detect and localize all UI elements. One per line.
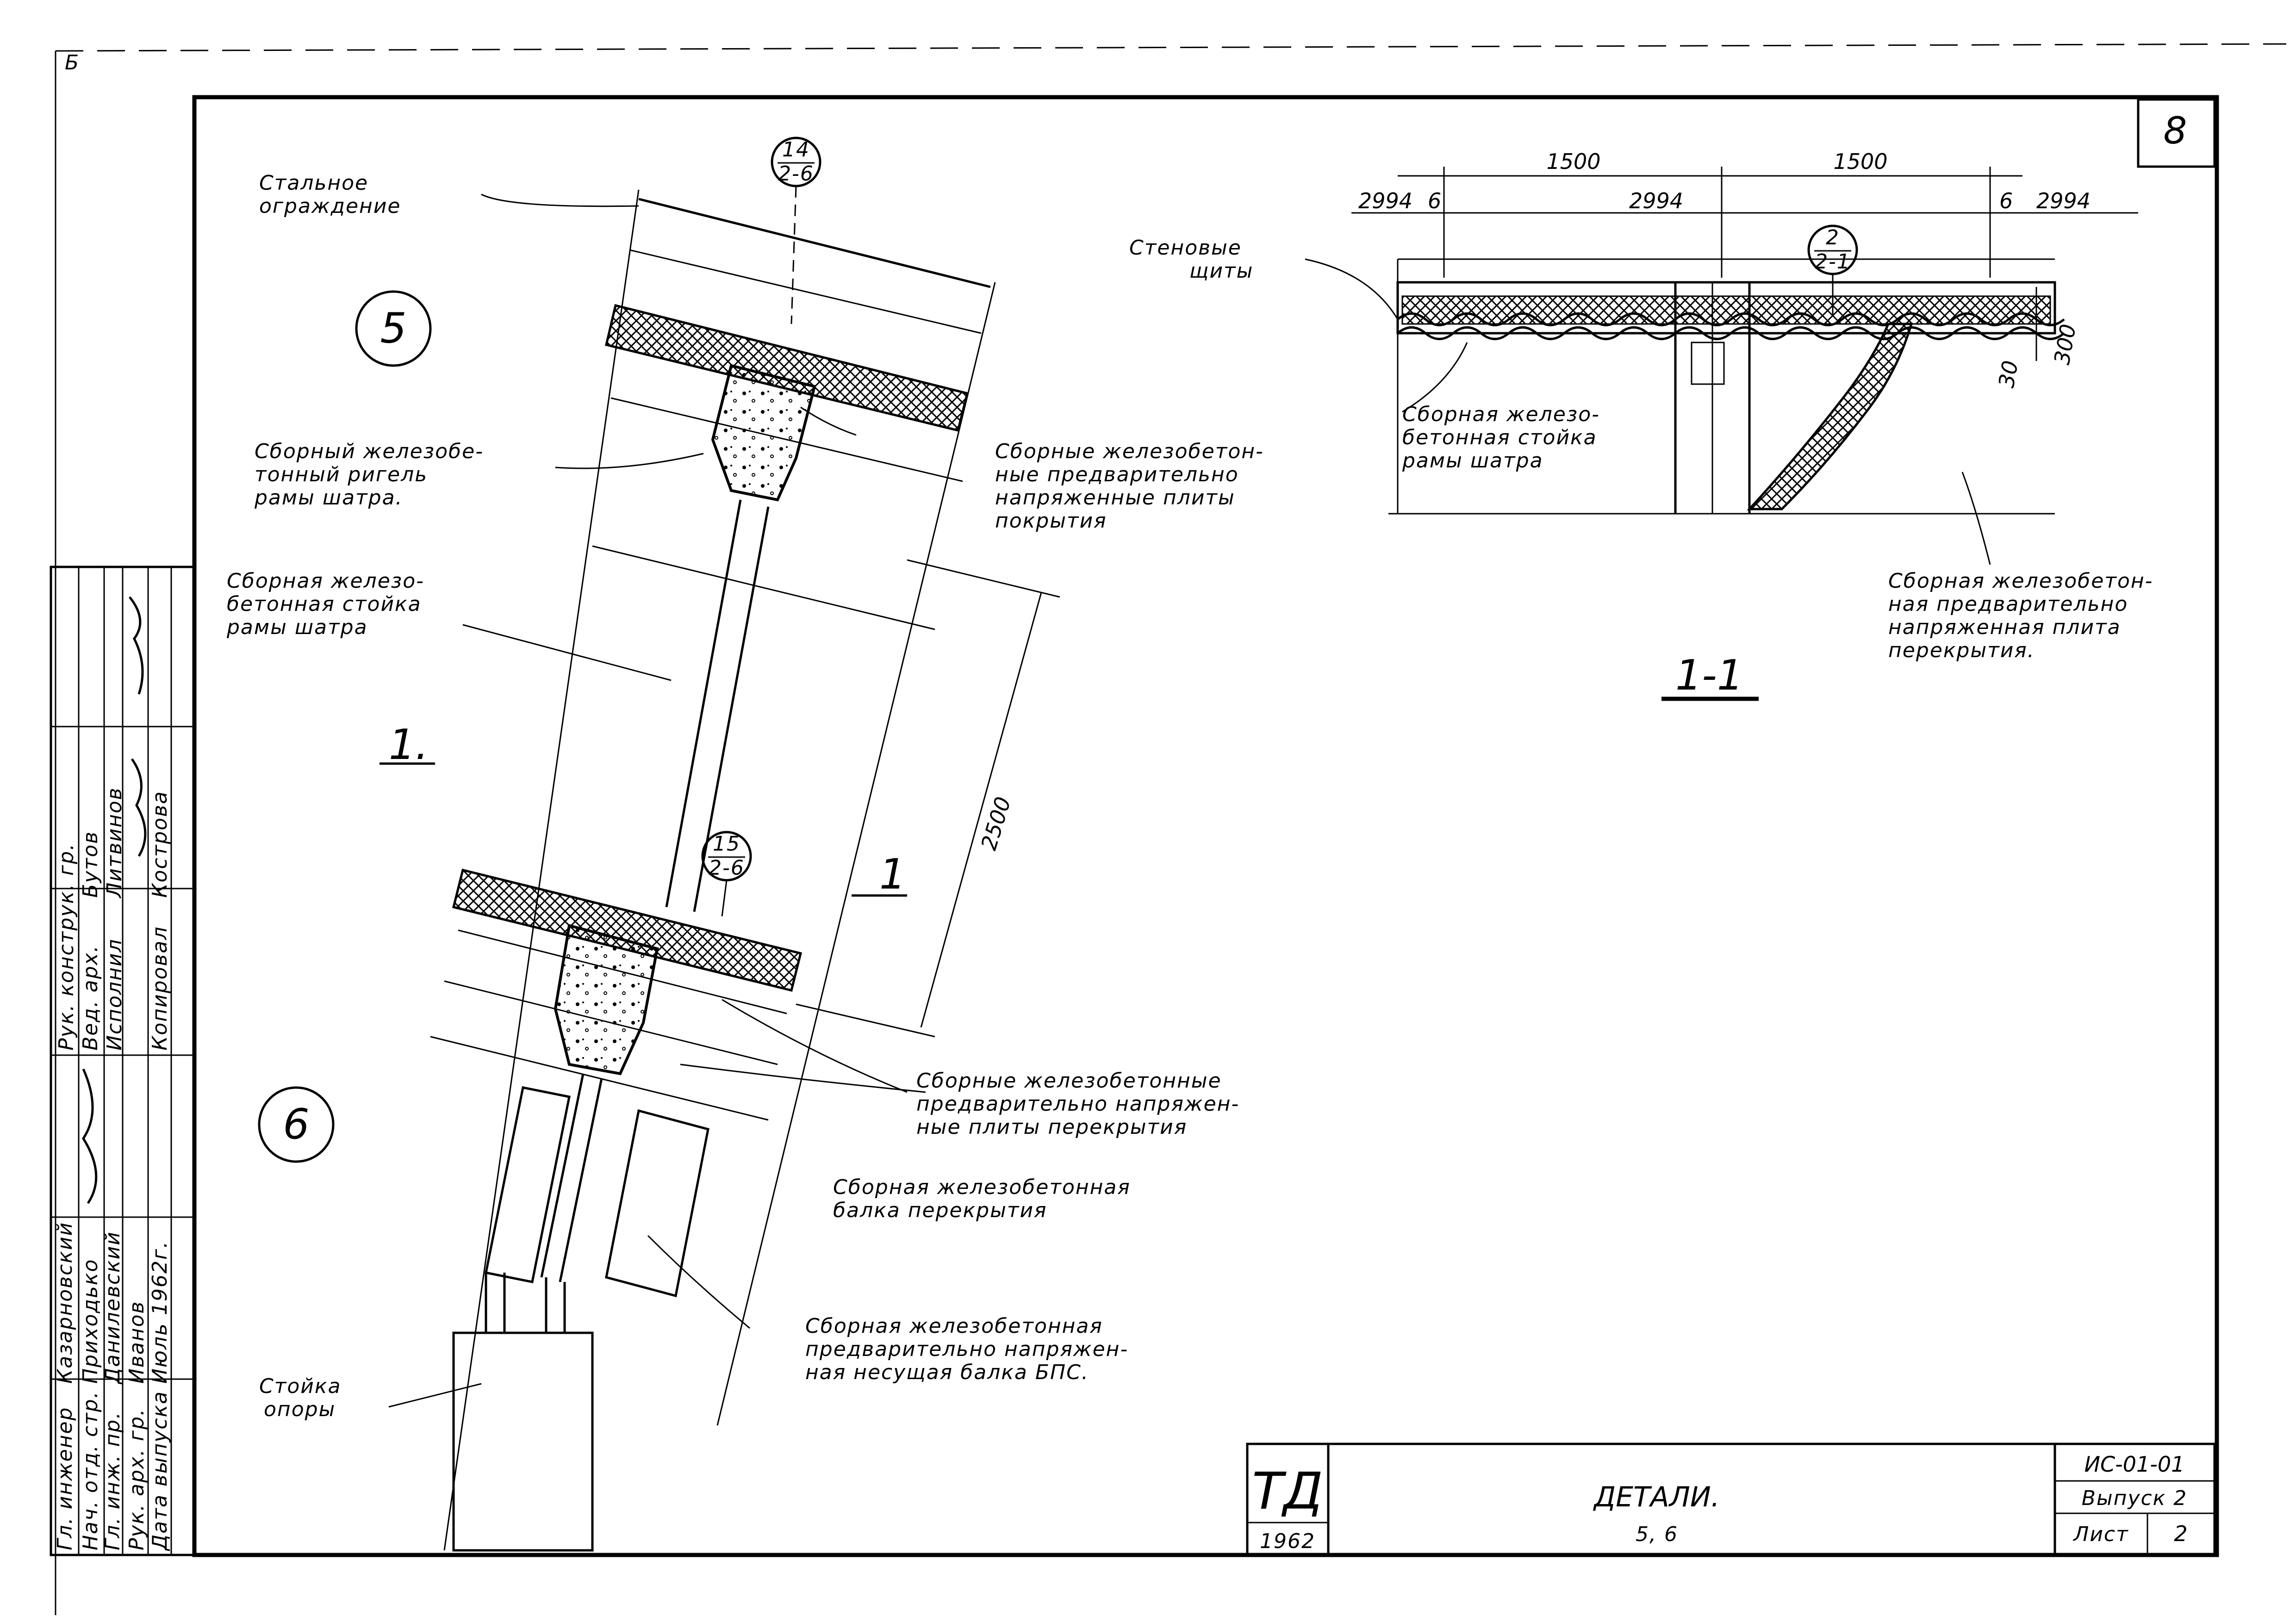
- girder-line-2: тонный ригель: [255, 463, 428, 486]
- stamp-name-2: Приходько: [79, 1259, 102, 1384]
- support-post-line-2: опоры: [264, 1398, 336, 1421]
- dim-2994-right: 2994: [2036, 188, 2091, 213]
- ref-bubble-2-num: 2: [1826, 226, 1840, 249]
- stamp-name-4: Иванов: [125, 1301, 149, 1384]
- stamp-role-2: Нач. отд. стр.: [79, 1391, 102, 1550]
- stamp-role-9: Копировал: [148, 926, 172, 1051]
- section-column-line-1: Сборная железо-: [1402, 403, 1600, 426]
- document-code: ИС-01-01: [2084, 1452, 2185, 1477]
- roof-plate-top: [604, 304, 969, 432]
- stamp-name-9: Кострова: [148, 790, 172, 898]
- sheet-subtitle: 5, 6: [1636, 1523, 1678, 1546]
- node-5-circle: [355, 290, 432, 367]
- sheet-number: 8: [2164, 109, 2187, 152]
- beam-line-1: Сборная железобетонная: [833, 1175, 1131, 1199]
- dim-2994-left: 2994: [1358, 188, 1412, 213]
- approval-stamp: Гл. инженер Казарновский Нач. отд. стр. …: [50, 566, 196, 1556]
- ref-bubble-15-num: 15: [713, 832, 740, 856]
- floor-plate-lower: [452, 868, 803, 992]
- dim-1500-right: 1500: [1833, 149, 1887, 174]
- left-detail: 2500 1. 1 14 2-6 15 2-6 5 6: [226, 137, 1264, 1552]
- column-insert: [1691, 342, 1725, 385]
- ref-bubble-2: 2 2-1: [1807, 224, 1858, 315]
- steel-fence-line-2: ограждение: [259, 194, 401, 218]
- girder-line-3: рамы шатра.: [254, 486, 403, 510]
- td-logo: ТД: [1252, 1461, 1323, 1521]
- floor-plate-section: [1747, 323, 1913, 510]
- dim-1500-left: 1500: [1546, 149, 1600, 174]
- title-year: 1962: [1260, 1530, 1315, 1553]
- title-block: ТД 1962 ДЕТАЛИ. 5, 6 ИС-01-01 Выпуск 2 Л…: [1246, 1443, 2216, 1556]
- sheet-label: Лист: [2072, 1523, 2129, 1546]
- beam-line-2: балка перекрытия: [833, 1199, 1047, 1222]
- stamp-name-1: Казарновский: [53, 1222, 77, 1384]
- plates-roof-line-2: ные предварительно: [995, 463, 1239, 486]
- bearing-beam-line-1: Сборная железобетонная: [805, 1314, 1103, 1338]
- support-post-line-1: Стойка: [259, 1374, 341, 1398]
- dim-30: 30: [1994, 359, 2023, 390]
- stamp-name-3: Данилевский: [101, 1231, 124, 1385]
- stamp-role-7: Вед. арх.: [79, 945, 102, 1051]
- stamp-role-3: Гл. инж. пр.: [101, 1412, 124, 1550]
- sheet-outer-edge: Б: [55, 43, 2287, 1615]
- floor-plate-line-3: напряженная плита: [1888, 616, 2121, 639]
- bearing-beam-line-2: предварительно напряжен-: [805, 1337, 1128, 1361]
- girder-top: [711, 364, 816, 502]
- plates-floor-line-1: Сборные железобетонные: [916, 1069, 1222, 1093]
- node-6-circle: [258, 1086, 335, 1163]
- section-mark-left: 1.: [389, 721, 429, 769]
- node-5-label: 5: [380, 304, 406, 353]
- wall-boards-line-1: Стеновые: [1129, 236, 1242, 260]
- floor-plate-line-1: Сборная железобетон-: [1888, 569, 2153, 593]
- girder-lower: [554, 924, 659, 1076]
- plates-floor-line-2: предварительно напряжен-: [916, 1092, 1239, 1116]
- sheet-title: ДЕТАЛИ.: [1593, 1481, 1720, 1513]
- plates-roof-line-4: покрытия: [995, 509, 1107, 533]
- sheet-number-box: 8: [2137, 98, 2216, 168]
- dimension-2500: 2500: [976, 794, 1016, 853]
- column-line-1: Сборная железо-: [227, 569, 424, 593]
- dim-6-left: 6: [1428, 188, 1441, 213]
- issue-number: Выпуск 2: [2082, 1486, 2187, 1510]
- dim-6-right: 6: [1999, 188, 2013, 213]
- bearing-beam-line-3: ная несущая балка БПС.: [805, 1361, 1089, 1384]
- floor-plate-line-2: ная предварительно: [1888, 592, 2128, 616]
- ref-bubble-14-num: 14: [782, 138, 810, 162]
- plates-roof-line-3: напряженные плиты: [995, 486, 1235, 510]
- wall-boards-line-2: щиты: [1189, 259, 1253, 283]
- stamp-name-7: Бутов: [79, 831, 102, 898]
- section-1-1: 1500 1500 2994 6 2994 6 2994 300 30 2 2-: [1129, 149, 2153, 701]
- section-title: 1-1: [1675, 651, 1743, 700]
- stamp-name-5: Июль 1962г.: [148, 1241, 172, 1384]
- section-column-line-3: рамы шатра: [1402, 449, 1543, 473]
- stamp-name-8: Литвинов: [103, 787, 126, 899]
- steel-fence-line-1: Стальное: [259, 171, 368, 195]
- ref-bubble-15: 15 2-6: [701, 831, 752, 917]
- stamp-role-4: Рук. арх. гр.: [125, 1408, 149, 1550]
- stamp-role-6: Рук. конструк. гр.: [55, 843, 78, 1051]
- stamp-role-8: Исполнил: [103, 939, 126, 1051]
- section-mark-right: 1: [879, 850, 906, 899]
- stamp-role-1: Гл. инженер: [53, 1407, 77, 1550]
- floor-plate-line-4: перекрытия.: [1888, 639, 2035, 662]
- sheet-value: 2: [2174, 1521, 2187, 1546]
- plates-floor-line-3: ные плиты перекрытия: [916, 1115, 1187, 1139]
- ref-bubble-14-den: 2-6: [778, 162, 814, 186]
- section-column-line-2: бетонная стойка: [1402, 426, 1597, 449]
- plates-roof-line-1: Сборные железобетон-: [995, 440, 1264, 463]
- column-line-3: рамы шатра: [226, 616, 368, 639]
- ref-bubble-14: 14 2-6: [771, 137, 821, 324]
- ref-bubble-2-den: 2-1: [1815, 250, 1851, 274]
- node-6-label: 6: [283, 1100, 309, 1149]
- ref-bubble-15-den: 2-6: [709, 856, 745, 880]
- column-line-2: бетонная стойка: [227, 592, 422, 616]
- girder-line-1: Сборный железобе-: [255, 440, 484, 463]
- stamp-role-5: Дата выпуска: [148, 1391, 172, 1551]
- dim-2994-center: 2994: [1629, 188, 1683, 213]
- support-post: [452, 1331, 594, 1552]
- corner-mark: Б: [65, 51, 80, 75]
